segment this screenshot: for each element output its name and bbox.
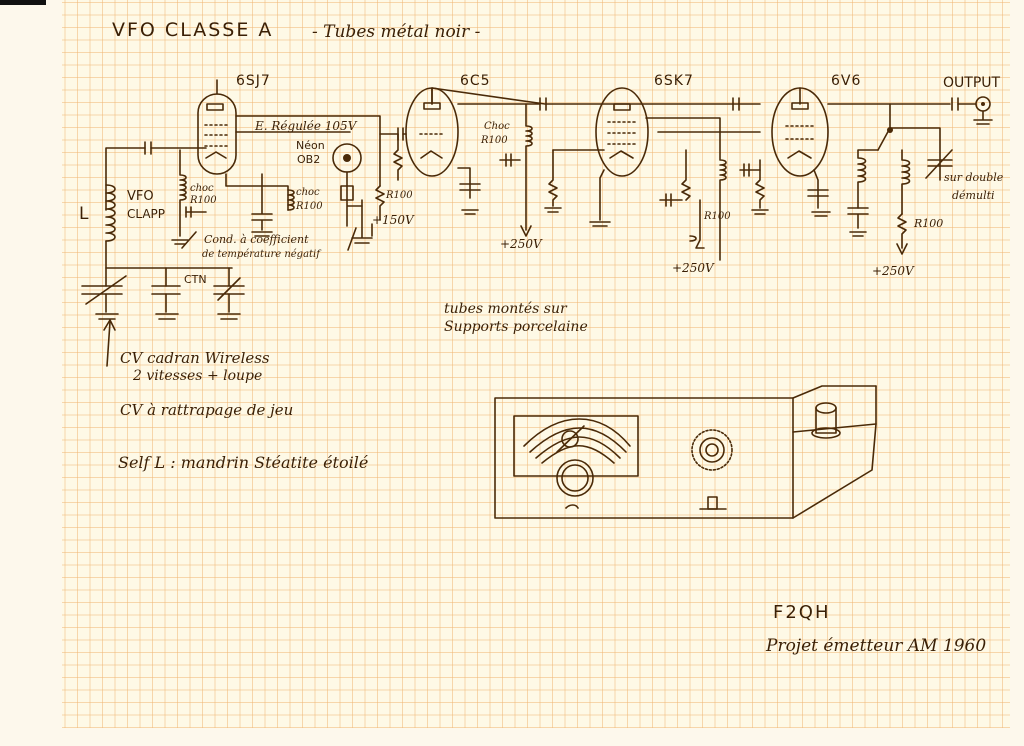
left-paper-margin [0, 0, 62, 746]
label-clapp: CLAPP [127, 207, 166, 221]
front-panel-sketch [494, 385, 877, 519]
label-choc-2a: choc [296, 187, 320, 198]
label-plus-250v-a: +250V [500, 237, 542, 251]
note-cv-rattrapage: CV à rattrapage de jeu [120, 401, 294, 419]
signature-project: Projet émetteur AM 1960 [766, 636, 987, 656]
label-choc-1a: choc [190, 183, 214, 194]
label-r100-c: R100 [914, 217, 944, 230]
tube-label-6v6: 6V6 [831, 73, 862, 89]
label-cond-temperature: de température négatif [202, 249, 320, 260]
label-plus-150v: +150V [372, 213, 414, 227]
tube-6sj7-symbol [197, 93, 237, 175]
tube-6v6-symbol [771, 87, 829, 177]
schematic-wiring [81, 79, 993, 320]
label-plus-250v-b: +250V [672, 261, 714, 275]
note-tubes-montes: tubes montés sur [444, 301, 567, 317]
label-choc-2b: R100 [296, 201, 323, 212]
label-choc-1b: R100 [190, 195, 217, 206]
tube-label-6c5: 6C5 [460, 73, 491, 89]
right-paper-margin [1010, 0, 1024, 746]
bottom-paper-margin [0, 728, 1024, 746]
title-subtitle: - Tubes métal noir - [312, 22, 481, 42]
note-cv-vitesses: 2 vitesses + loupe [133, 368, 263, 384]
label-regulee-105v: E. Régulée 105V [255, 119, 357, 133]
signature-callsign: F2QH [773, 602, 831, 623]
label-plus-250v-c: +250V [872, 264, 914, 278]
label-r100-b: R100 [704, 211, 731, 222]
tube-label-6sk7: 6SK7 [654, 73, 694, 89]
note-supports-porcelaine: Supports porcelaine [444, 319, 588, 335]
output-label: OUTPUT [943, 75, 1001, 91]
label-demulti: démulti [952, 189, 995, 202]
tube-6sk7-symbol [595, 87, 649, 177]
label-r100-a: R100 [386, 190, 413, 201]
note-cv-cadran: CV cadran Wireless [120, 349, 270, 367]
note-self-l: Self L : mandrin Stéatite étoilé [118, 453, 369, 472]
annotation-arrows [103, 227, 357, 367]
label-vfo: VFO [127, 189, 154, 204]
label-sur-double: sur double [944, 171, 1004, 184]
label-choc-3b: R100 [481, 135, 508, 146]
label-ob2: OB2 [297, 153, 321, 166]
title-vfo-classe-a: VFO CLASSE A [112, 19, 274, 41]
black-edge-mark [0, 0, 46, 5]
tube-label-6sj7: 6SJ7 [236, 73, 271, 89]
label-ctn: CTN [184, 273, 207, 286]
label-choc-3a: Choc [484, 121, 510, 132]
label-cond-coefficient: Cond. à coefficient [204, 233, 309, 246]
label-coil-l: L [79, 204, 89, 224]
label-neon: Néon [296, 139, 325, 152]
